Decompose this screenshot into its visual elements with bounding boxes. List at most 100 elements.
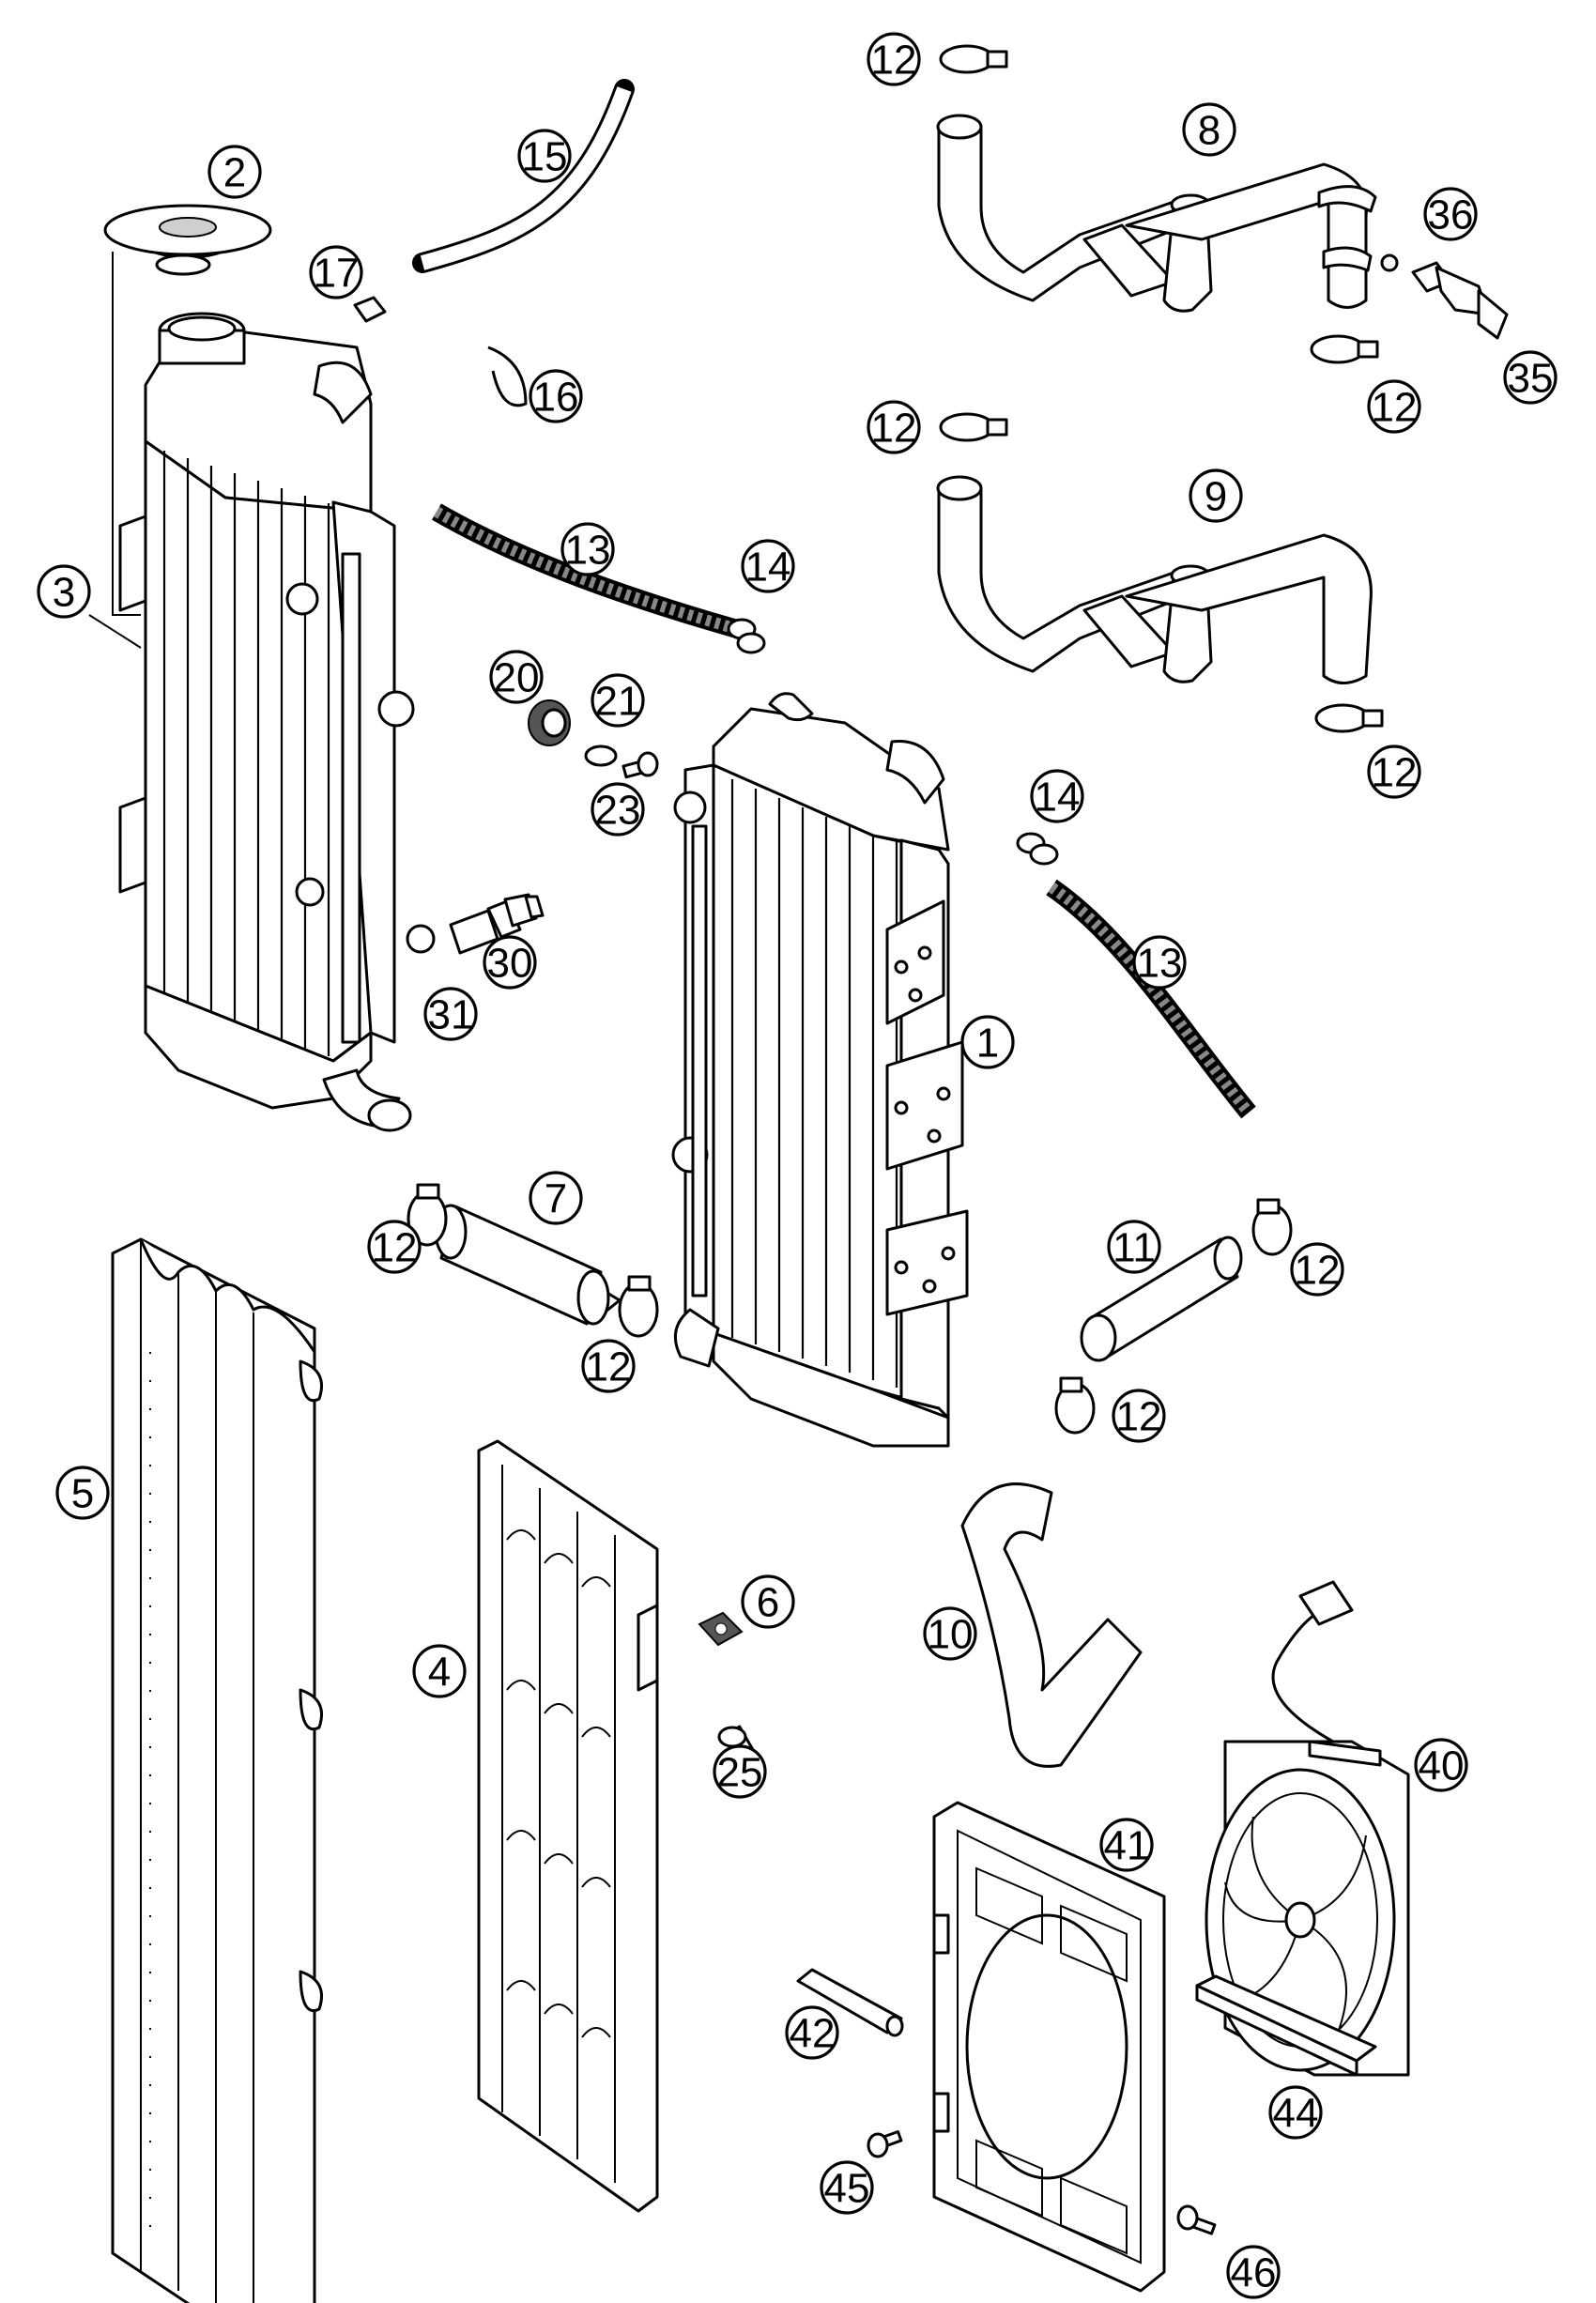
callout-c10: 10 [923, 1606, 977, 1661]
callout-circle [529, 369, 583, 423]
callout-number: 3 [53, 570, 75, 616]
callout-circle [741, 539, 795, 593]
callout-number: 13 [565, 528, 611, 574]
callout-number: 12 [1372, 385, 1418, 431]
callout-number: 10 [928, 1612, 974, 1658]
callout-c13a: 13 [560, 522, 615, 576]
callout-number: 45 [824, 2166, 870, 2212]
callout-number: 17 [314, 251, 360, 297]
left-radiator [88, 252, 415, 1132]
right-radiator-bottom-tank [712, 1331, 950, 1448]
y-hose-8 [936, 114, 1377, 313]
y-hose-9 [936, 475, 1373, 684]
callout-number: 2 [223, 150, 246, 196]
grommet-20 [528, 699, 571, 746]
callout-c40: 40 [1414, 1738, 1468, 1792]
callout-number: 6 [757, 1580, 779, 1626]
hose-clamp-14-upper [727, 618, 766, 654]
callout-circle [1226, 2245, 1281, 2299]
callout-circle [1414, 1738, 1468, 1792]
callout-c6: 6 [741, 1574, 795, 1629]
callout-circle [1268, 2085, 1323, 2140]
callout-c8: 8 [1182, 102, 1236, 157]
callout-circle [529, 1171, 583, 1225]
callout-number: 12 [586, 1344, 632, 1390]
callout-number: 35 [1508, 356, 1554, 402]
callout-circle [367, 1220, 422, 1274]
callout-circle [55, 1466, 110, 1520]
right-radiator-top-spigot [885, 740, 945, 805]
hose-clamp-12-d [1310, 334, 1379, 364]
callout-c12a: 12 [367, 1220, 422, 1274]
callout-circle [1099, 1818, 1154, 1872]
right-radiator-plate-lower [885, 1209, 969, 1316]
hose-clamp-12-a [407, 1183, 448, 1247]
callout-c12g: 12 [1290, 1242, 1344, 1297]
callout-number: 23 [595, 788, 641, 834]
callout-c4: 4 [412, 1644, 467, 1698]
callout-c41: 41 [1099, 1818, 1154, 1872]
radiator-cap [103, 204, 272, 276]
right-radiator [671, 692, 969, 1448]
callout-circle [483, 935, 537, 990]
callout-circle [412, 1644, 467, 1698]
callout-c14a: 14 [741, 539, 795, 593]
screw-45 [867, 2130, 903, 2158]
callout-number: 42 [790, 2011, 836, 2057]
hose-clamp-12-c [939, 44, 1008, 74]
callout-number: 25 [717, 1750, 763, 1796]
callout-circle [1030, 769, 1084, 823]
callout-circle [1423, 187, 1478, 241]
right-radiator-bottom-outlet [673, 1308, 720, 1368]
callout-c44: 44 [1268, 2085, 1323, 2140]
callout-c14b: 14 [1030, 769, 1084, 823]
callout-circle [1182, 102, 1236, 157]
hose-clamp-12-h [1054, 1376, 1096, 1435]
hose-clamp-12-g [1251, 1198, 1293, 1256]
callout-number: 20 [494, 655, 540, 701]
callout-number: 8 [1198, 108, 1220, 154]
left-radiator-side-slot [341, 552, 361, 1044]
callout-c30: 30 [483, 935, 537, 990]
callout-circle [867, 400, 921, 454]
callout-c35: 35 [1503, 350, 1558, 405]
callout-circle [820, 2160, 874, 2215]
callout-c36: 36 [1423, 187, 1478, 241]
right-radiator-plate-middle [885, 1040, 964, 1171]
callout-c21: 21 [591, 673, 645, 728]
callout-number: 14 [1035, 775, 1081, 821]
callout-c20: 20 [489, 650, 544, 704]
callout-circle [1290, 1242, 1344, 1297]
left-radiator-bracket-upper [118, 514, 147, 612]
coolant-hose-10 [960, 1482, 1143, 1768]
callout-number: 12 [871, 38, 917, 84]
hose-clamp-14-lower [1016, 832, 1059, 866]
callout-circle [1112, 1389, 1166, 1443]
callout-number: 41 [1104, 1823, 1150, 1869]
callout-c46: 46 [1226, 2245, 1281, 2299]
temperature-switch-30 [449, 893, 545, 955]
callout-circle [560, 522, 615, 576]
right-radiator-plate-upper [885, 899, 945, 1025]
callout-number: 4 [428, 1650, 451, 1696]
clip-16 [487, 345, 528, 407]
clip-nut-6 [698, 1611, 744, 1647]
o-ring-36 [1380, 253, 1399, 272]
fan-shroud-41 [932, 1801, 1166, 2293]
callout-number: 11 [1113, 1225, 1156, 1271]
callout-circle [423, 987, 478, 1041]
callout-number: 44 [1273, 2091, 1319, 2137]
callout-circle [517, 129, 572, 183]
callout-c12e: 12 [867, 400, 921, 454]
coolant-hose-7 [434, 1204, 622, 1326]
callout-number: 14 [745, 545, 791, 591]
callout-number: 9 [1205, 474, 1227, 520]
callout-c45: 45 [820, 2160, 874, 2215]
callout-circle [1367, 745, 1421, 799]
callout-c3: 3 [37, 564, 91, 619]
callout-circle [923, 1606, 977, 1661]
radiator-louver-4 [477, 1439, 659, 2213]
callout-circle [867, 32, 921, 86]
callout-c12h: 12 [1112, 1389, 1166, 1443]
